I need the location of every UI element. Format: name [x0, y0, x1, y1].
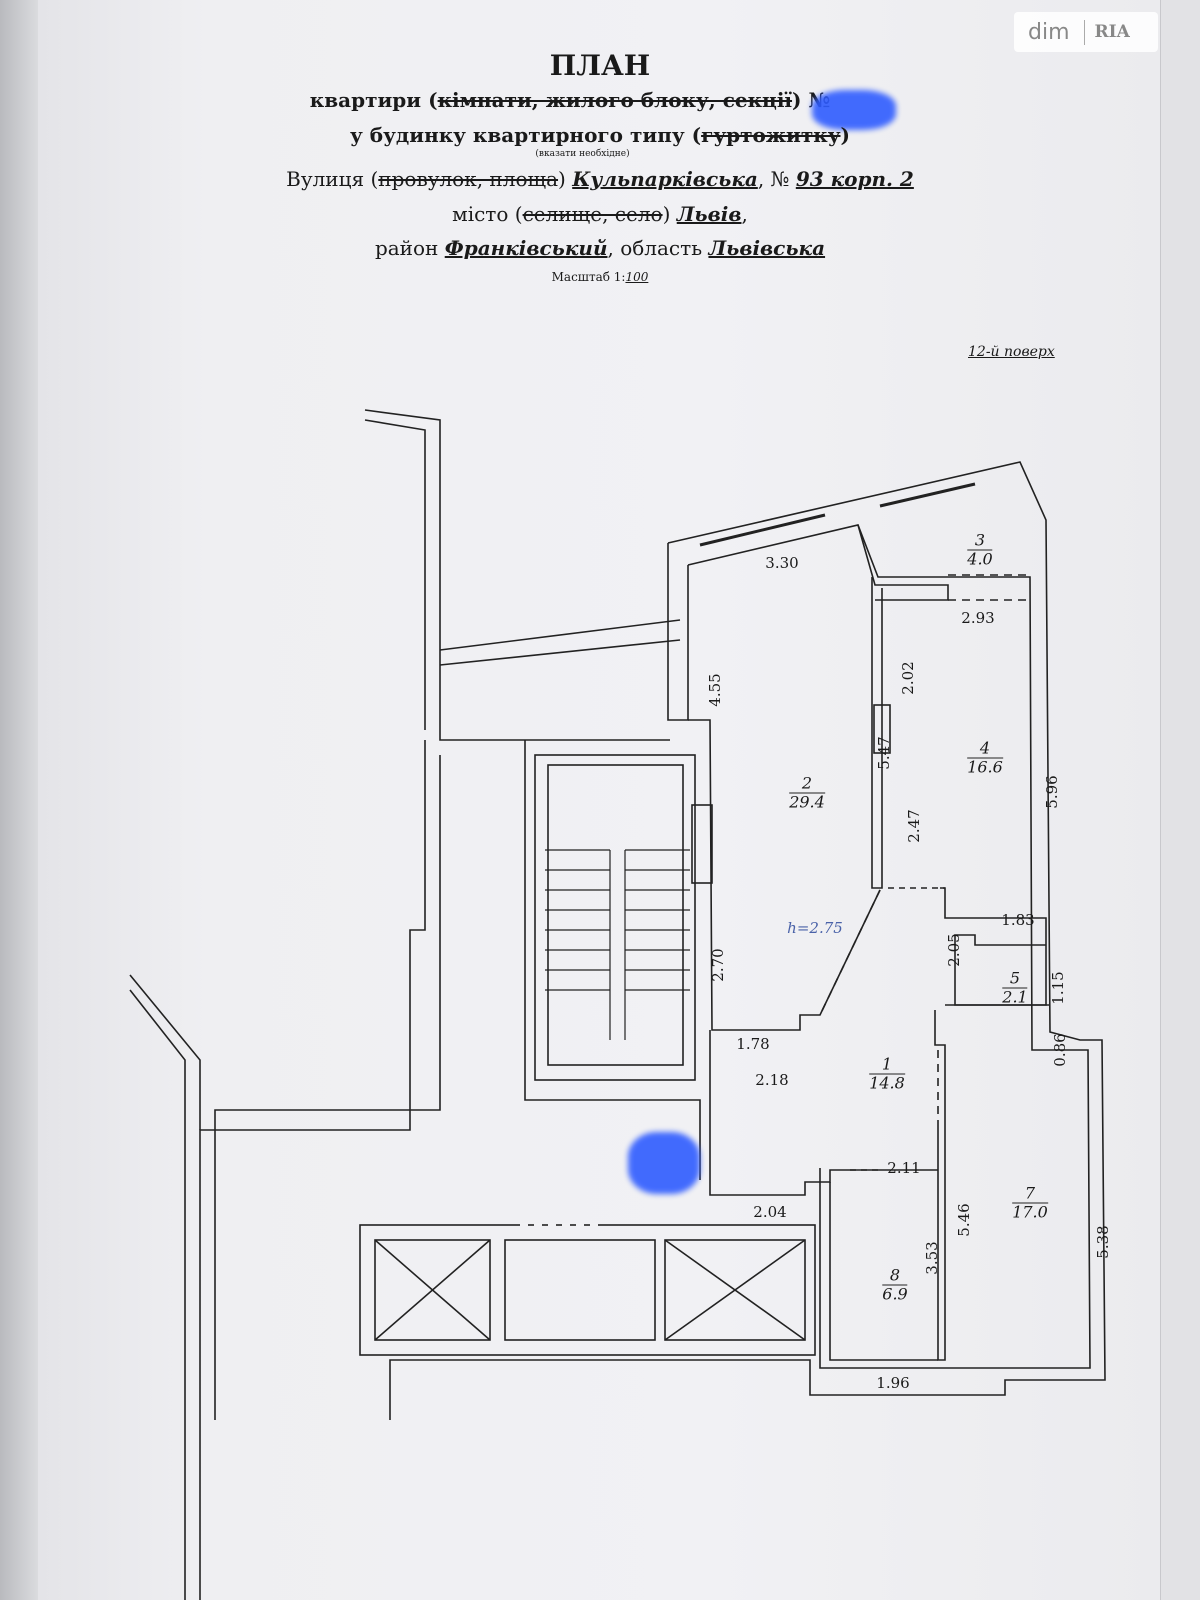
dimension-label: 5.38 — [1094, 1225, 1112, 1259]
wall — [857, 524, 949, 601]
stair-treads — [545, 849, 690, 1040]
dimension-label: 1.15 — [1049, 971, 1067, 1005]
wall — [829, 1182, 938, 1361]
dimension-label: 2.70 — [709, 948, 727, 982]
wall — [364, 419, 426, 730]
wall — [439, 619, 681, 651]
elevator-block — [359, 1224, 816, 1356]
dimension-label: 1.78 — [736, 1035, 770, 1053]
wall — [871, 577, 883, 889]
wall — [129, 989, 186, 1600]
dimension-label: 2.02 — [899, 661, 917, 695]
wall — [214, 755, 441, 1420]
header-street: Вулиця (провулок, площа) Кульпарківська,… — [286, 167, 914, 191]
dimension-label: 4.55 — [706, 673, 724, 707]
dimension-label: 3.30 — [765, 554, 799, 572]
header-note: (вказати необхідне) — [535, 149, 630, 159]
wall — [524, 740, 701, 1180]
door — [819, 889, 881, 1016]
wall — [934, 1010, 946, 1361]
dimension-label: 3.53 — [923, 1241, 941, 1275]
header-scale: Масштаб 1:100 — [551, 270, 649, 284]
elevator-lobby — [504, 1239, 656, 1341]
elevator-shaft — [664, 1239, 806, 1341]
elevator-shaft — [374, 1239, 491, 1341]
window — [879, 482, 976, 508]
dimension-label: 2.47 — [905, 809, 923, 843]
dimension-label: 2.04 — [753, 1203, 787, 1221]
wall — [389, 461, 1106, 1420]
stairwell — [534, 754, 696, 1081]
column — [873, 704, 891, 754]
dimension-label: 2.18 — [755, 1071, 789, 1089]
wall — [687, 524, 1091, 1369]
dimension-label: 1.83 — [1001, 911, 1035, 929]
document-title: ПЛАН — [549, 49, 651, 82]
dimension-label: 5.96 — [1043, 775, 1061, 809]
redaction-mark — [628, 1132, 700, 1194]
next-page-edge — [1160, 0, 1200, 1600]
window — [699, 513, 826, 547]
wall — [439, 639, 681, 666]
column — [691, 804, 713, 884]
header-line-building: у будинку квартирного типу (гуртожитку) — [350, 123, 850, 147]
dimension-label: 0.86 — [1051, 1033, 1069, 1067]
dimension-label: 1.96 — [876, 1374, 910, 1392]
header-district: район Франківський, область Львівська — [374, 236, 826, 260]
floor-label: 12-й поверх — [968, 344, 1055, 360]
wall — [688, 719, 881, 1031]
wall — [709, 1030, 938, 1196]
dimension-label: 5.47 — [875, 736, 893, 770]
wall — [667, 543, 689, 721]
dimension-label: 2.05 — [945, 933, 963, 967]
ceiling-height-label: h=2.75 — [787, 919, 843, 937]
wall — [199, 740, 426, 1600]
dimension-label: 2.11 — [887, 1159, 921, 1177]
stairwell-inner — [547, 764, 684, 1066]
document-page — [38, 0, 1160, 1600]
header-city: місто (селище, село) Львів, — [452, 202, 748, 226]
wall — [364, 409, 670, 741]
page-edge — [0, 0, 40, 1600]
wall — [129, 974, 201, 1130]
redaction-mark — [812, 90, 896, 130]
dimension-label: 5.46 — [955, 1203, 973, 1237]
dimension-label: 2.93 — [961, 609, 995, 627]
